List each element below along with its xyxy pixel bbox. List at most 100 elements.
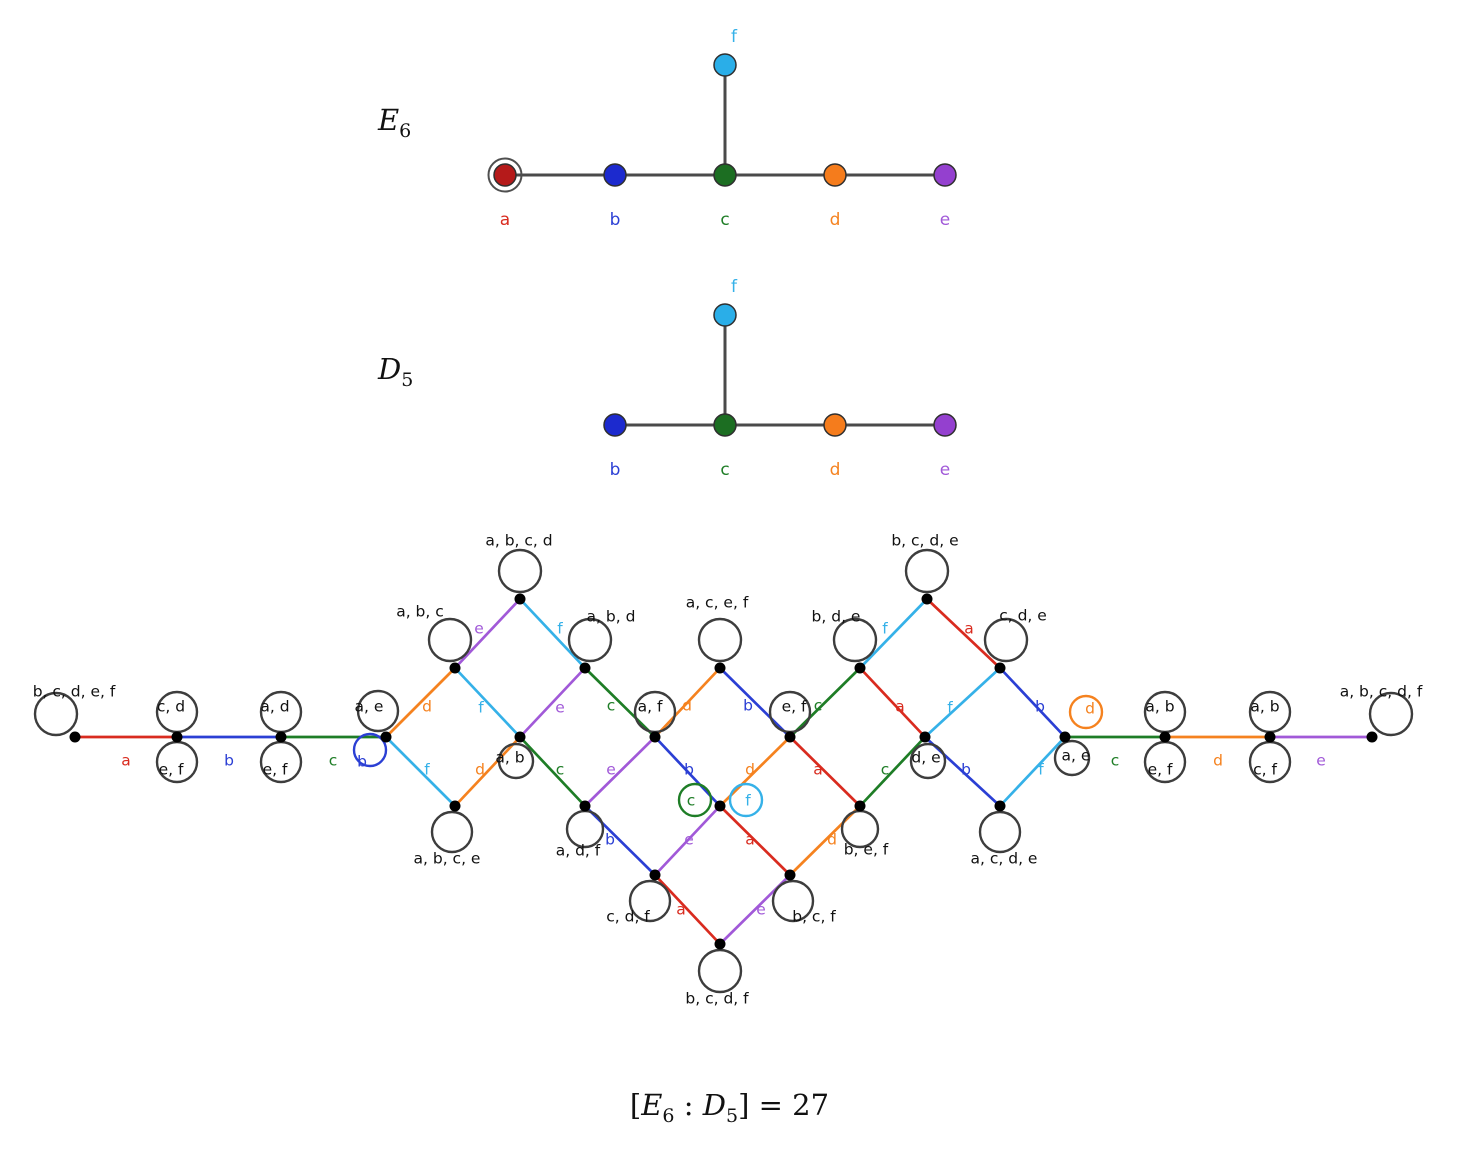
loop-label-T2-0: b, c, d, e: [891, 531, 958, 549]
loop-C2-0: [771, 879, 815, 923]
loop-label-V2-0: c, d: [157, 697, 185, 715]
edge-label-L2-C1-b: b: [605, 830, 615, 848]
edge-label-M1-L2-c: c: [556, 760, 565, 778]
edge-L2-C1-b: [584, 805, 656, 876]
d5-node-label-b: b: [610, 460, 621, 480]
edge-label-L4-C2-d: d: [827, 830, 837, 848]
vertex-V4: [380, 731, 392, 743]
e6-node-f: [713, 53, 737, 77]
e6-node-a: [493, 163, 517, 187]
vertex-U3: [714, 662, 726, 674]
edge-label-U2-M2-c: c: [607, 696, 616, 714]
e6-node-label-b: b: [610, 210, 621, 230]
loop-T2-0: [904, 548, 950, 594]
loop-V1-0: [33, 691, 79, 737]
edge-label-T1-U2-f: f: [557, 619, 563, 637]
formula-subgroup-sub: 5: [726, 1104, 739, 1127]
formula-open-bracket: [: [629, 1088, 642, 1122]
edge-U5-R1-b: [999, 667, 1066, 738]
e6-node-label-f: f: [731, 27, 738, 47]
loop-label-C0-1: f: [745, 791, 751, 809]
vertex-C2: [784, 869, 796, 881]
vertex-U1: [449, 662, 461, 674]
e6-node-e: [933, 163, 957, 187]
edge-R1-L5-f: [999, 736, 1066, 807]
loop-L1-0: [430, 810, 474, 854]
loop-label-T1-0: a, b, c, d: [485, 531, 552, 549]
edge-label-V4-U1-d: d: [422, 697, 432, 715]
e6-node-d: [823, 163, 847, 187]
edge-C0-C1-e: [654, 805, 721, 876]
vertex-B1: [714, 938, 726, 950]
vertex-V3: [275, 731, 287, 743]
edge-label-U2-M1-e: e: [555, 698, 565, 716]
loop-R1-1: [1053, 739, 1091, 777]
vertex-R4: [1366, 731, 1378, 743]
d5-node-label-c: c: [720, 460, 729, 480]
edge-label-U4-M4-a: a: [895, 697, 905, 715]
index-formula: [E6 : D5] = 27: [0, 1088, 1459, 1127]
e6-node-label-d: d: [830, 210, 841, 230]
vertex-U5: [994, 662, 1006, 674]
edge-label-C0-C2-a: a: [745, 830, 755, 848]
formula-close-bracket: ]: [738, 1088, 750, 1122]
loop-R4-0: [1368, 691, 1414, 737]
edge-label-M1-L1-d: d: [475, 760, 485, 778]
vertex-C1: [649, 869, 661, 881]
loop-U1-0: [427, 617, 473, 663]
loop-C0-0: [677, 782, 713, 818]
vertex-V2: [171, 731, 183, 743]
e6-node-ring-a: [487, 157, 523, 193]
vertex-T2: [921, 593, 933, 605]
loop-label-R4-0: a, b, c, d, f: [1340, 682, 1423, 700]
edge-M2-L2-e: [584, 736, 656, 807]
loop-label-V4-0: a, e: [355, 697, 384, 715]
loop-label-L1-0: a, b, c, e: [414, 849, 481, 867]
edge-U1-M1-f: [454, 667, 521, 738]
loop-U2-0: [567, 617, 613, 663]
edge-label-U1-T1-e: e: [474, 619, 484, 637]
vertex-R2: [1159, 731, 1171, 743]
edge-label-V4-L1-f: f: [424, 760, 430, 778]
e6-node-label-a: a: [500, 210, 510, 230]
edge-label-U5-R1-b: b: [1035, 697, 1045, 715]
edge-label-M3-C0-d: d: [745, 760, 755, 778]
formula-group: E: [641, 1088, 663, 1122]
edge-T2-U5-a: [926, 598, 1001, 669]
vertex-L1: [449, 800, 461, 812]
edge-label-U1-M1-f: f: [478, 698, 484, 716]
edge-label-V1-V2-a: a: [121, 751, 131, 769]
edge-T1-U2-f: [519, 598, 586, 669]
edge-label-M3-L4-a: a: [813, 760, 823, 778]
d5-node-f: [713, 303, 737, 327]
formula-colon: :: [674, 1088, 703, 1122]
d5-node-c: [713, 413, 737, 437]
loop-label-M1-0: a, b: [495, 748, 524, 766]
d5-node-d: [823, 413, 847, 437]
loop-label-R2-1: e, f: [1148, 760, 1173, 778]
d5-node-label-e: e: [940, 460, 950, 480]
edge-label-R2-R3-d: d: [1213, 751, 1223, 769]
edge-label-R3-R4-e: e: [1316, 751, 1326, 769]
loop-label-B1-0: b, c, d, f: [685, 989, 749, 1007]
edge-label-C0-C1-e: e: [684, 830, 694, 848]
edge-U2-M1-e: [519, 667, 586, 738]
vertex-L2: [579, 800, 591, 812]
loop-U4-0: [832, 617, 878, 663]
e6-title: E6: [378, 103, 411, 142]
edge-label-R1-L5-f: f: [1038, 760, 1044, 778]
loop-V4-1: [352, 732, 388, 768]
edge-M1-L2-c: [519, 736, 586, 807]
loop-label-M3-0: e, f: [782, 697, 807, 715]
loop-label-M4-0: d, e: [911, 748, 940, 766]
loop-label-V4-1: b: [357, 752, 367, 770]
edge-M1-L1-d: [454, 736, 521, 807]
loop-label-U4-0: b, d, e: [812, 607, 861, 625]
loop-label-C1-0: c, d, f: [606, 907, 650, 925]
vertex-L5: [994, 800, 1006, 812]
vertex-M3: [784, 731, 796, 743]
e6-title-sub: 6: [399, 119, 412, 142]
e6-node-b: [603, 163, 627, 187]
loop-M4-0: [909, 742, 947, 780]
